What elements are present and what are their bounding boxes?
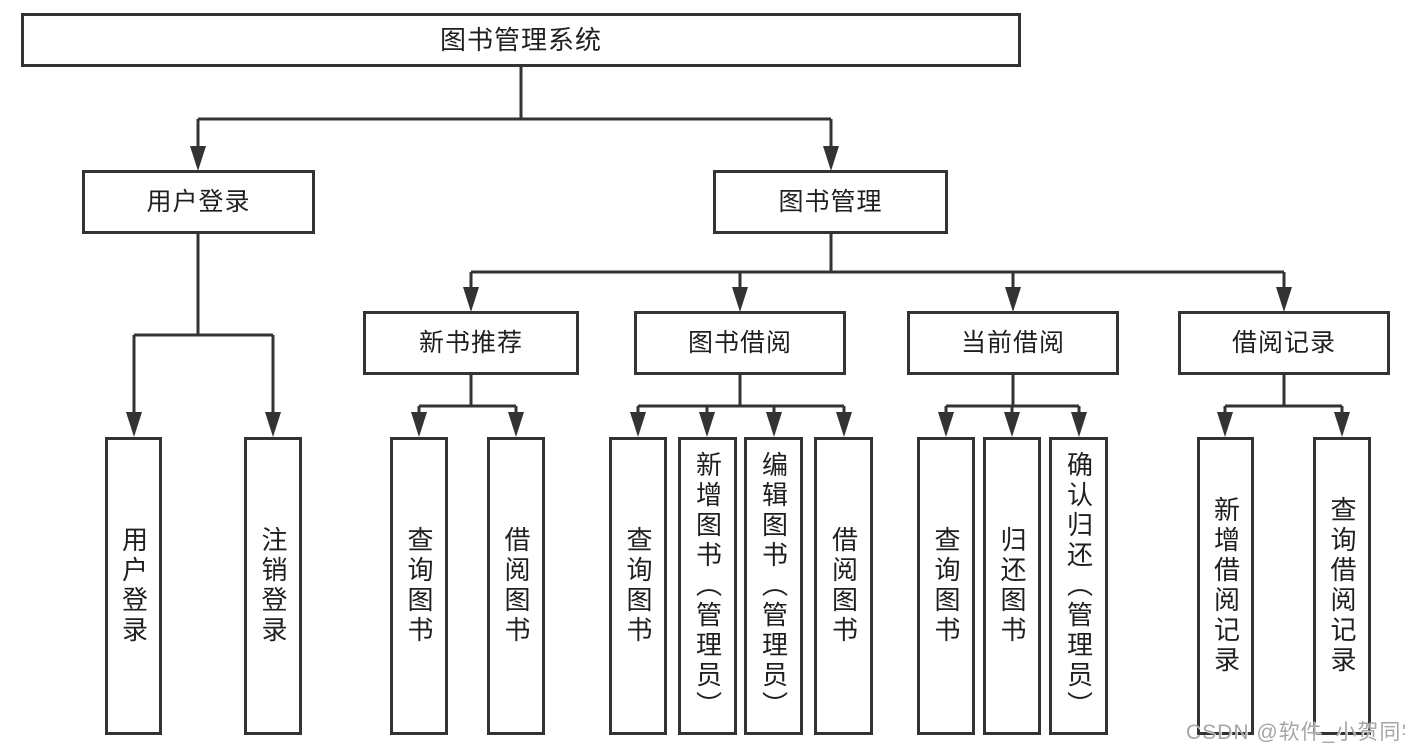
node-borrowing-records: 借阅记录 — [1178, 311, 1390, 375]
arrow-down-icon — [190, 146, 206, 171]
arrow-down-icon — [938, 412, 954, 437]
leaf-add-book-admin: 新增图书（管理员） — [678, 437, 737, 735]
leaf-borrow-books-recommend: 借阅图书 — [487, 437, 545, 735]
leaf-query-borrow-record: 查询借阅记录 — [1313, 437, 1371, 735]
csdn-watermark: CSDN @软件_小贺同学 — [1186, 721, 1405, 744]
arrow-down-icon — [1071, 412, 1087, 437]
connector-user-login-to-leaves — [132, 234, 275, 413]
arrow-down-icon — [630, 412, 646, 437]
arrow-down-icon — [699, 412, 715, 437]
leaf-query-books-current: 查询图书 — [917, 437, 975, 735]
leaf-user-login: 用户登录 — [105, 437, 162, 735]
node-library-system: 图书管理系统 — [21, 13, 1021, 67]
arrow-down-icon — [126, 412, 142, 437]
arrow-down-icon — [1004, 412, 1020, 437]
connector-root-to-level2 — [196, 67, 833, 147]
arrow-down-icon — [823, 146, 839, 171]
node-user-login: 用户登录 — [82, 170, 315, 234]
leaf-add-borrow-record: 新增借阅记录 — [1197, 437, 1254, 735]
node-book-borrowing: 图书借阅 — [634, 311, 846, 375]
leaf-edit-book-admin: 编辑图书（管理员） — [744, 437, 803, 735]
leaf-return-books: 归还图书 — [983, 437, 1041, 735]
arrow-down-icon — [1005, 287, 1021, 312]
leaf-query-books-recommend: 查询图书 — [390, 437, 448, 735]
leaf-confirm-return-admin: 确认归还（管理员） — [1049, 437, 1108, 735]
connector-current-borrow-to-leaves — [944, 375, 1081, 413]
leaf-logout: 注销登录 — [244, 437, 302, 735]
node-current-borrowing: 当前借阅 — [907, 311, 1119, 375]
arrow-down-icon — [1276, 287, 1292, 312]
arrow-down-icon — [766, 412, 782, 437]
leaf-borrow-books: 借阅图书 — [814, 437, 873, 735]
arrow-down-icon — [836, 412, 852, 437]
arrow-down-icon — [508, 412, 524, 437]
arrow-down-icon — [463, 287, 479, 312]
arrow-down-icon — [1217, 412, 1233, 437]
arrow-down-icon — [411, 412, 427, 437]
leaf-query-books-borrow: 查询图书 — [609, 437, 667, 735]
arrow-down-icon — [732, 287, 748, 312]
arrowheads — [126, 146, 1350, 437]
arrow-down-icon — [265, 412, 281, 437]
connector-borrow-record-to-leaves — [1223, 375, 1344, 413]
node-book-management: 图书管理 — [713, 170, 948, 234]
connector-book-mgmt-to-level3 — [469, 234, 1286, 288]
connector-new-book-to-leaves — [417, 375, 518, 413]
node-new-book-recommend: 新书推荐 — [363, 311, 579, 375]
arrow-down-icon — [1334, 412, 1350, 437]
connector-lines — [132, 67, 1344, 413]
connector-book-borrow-to-leaves — [636, 375, 846, 413]
